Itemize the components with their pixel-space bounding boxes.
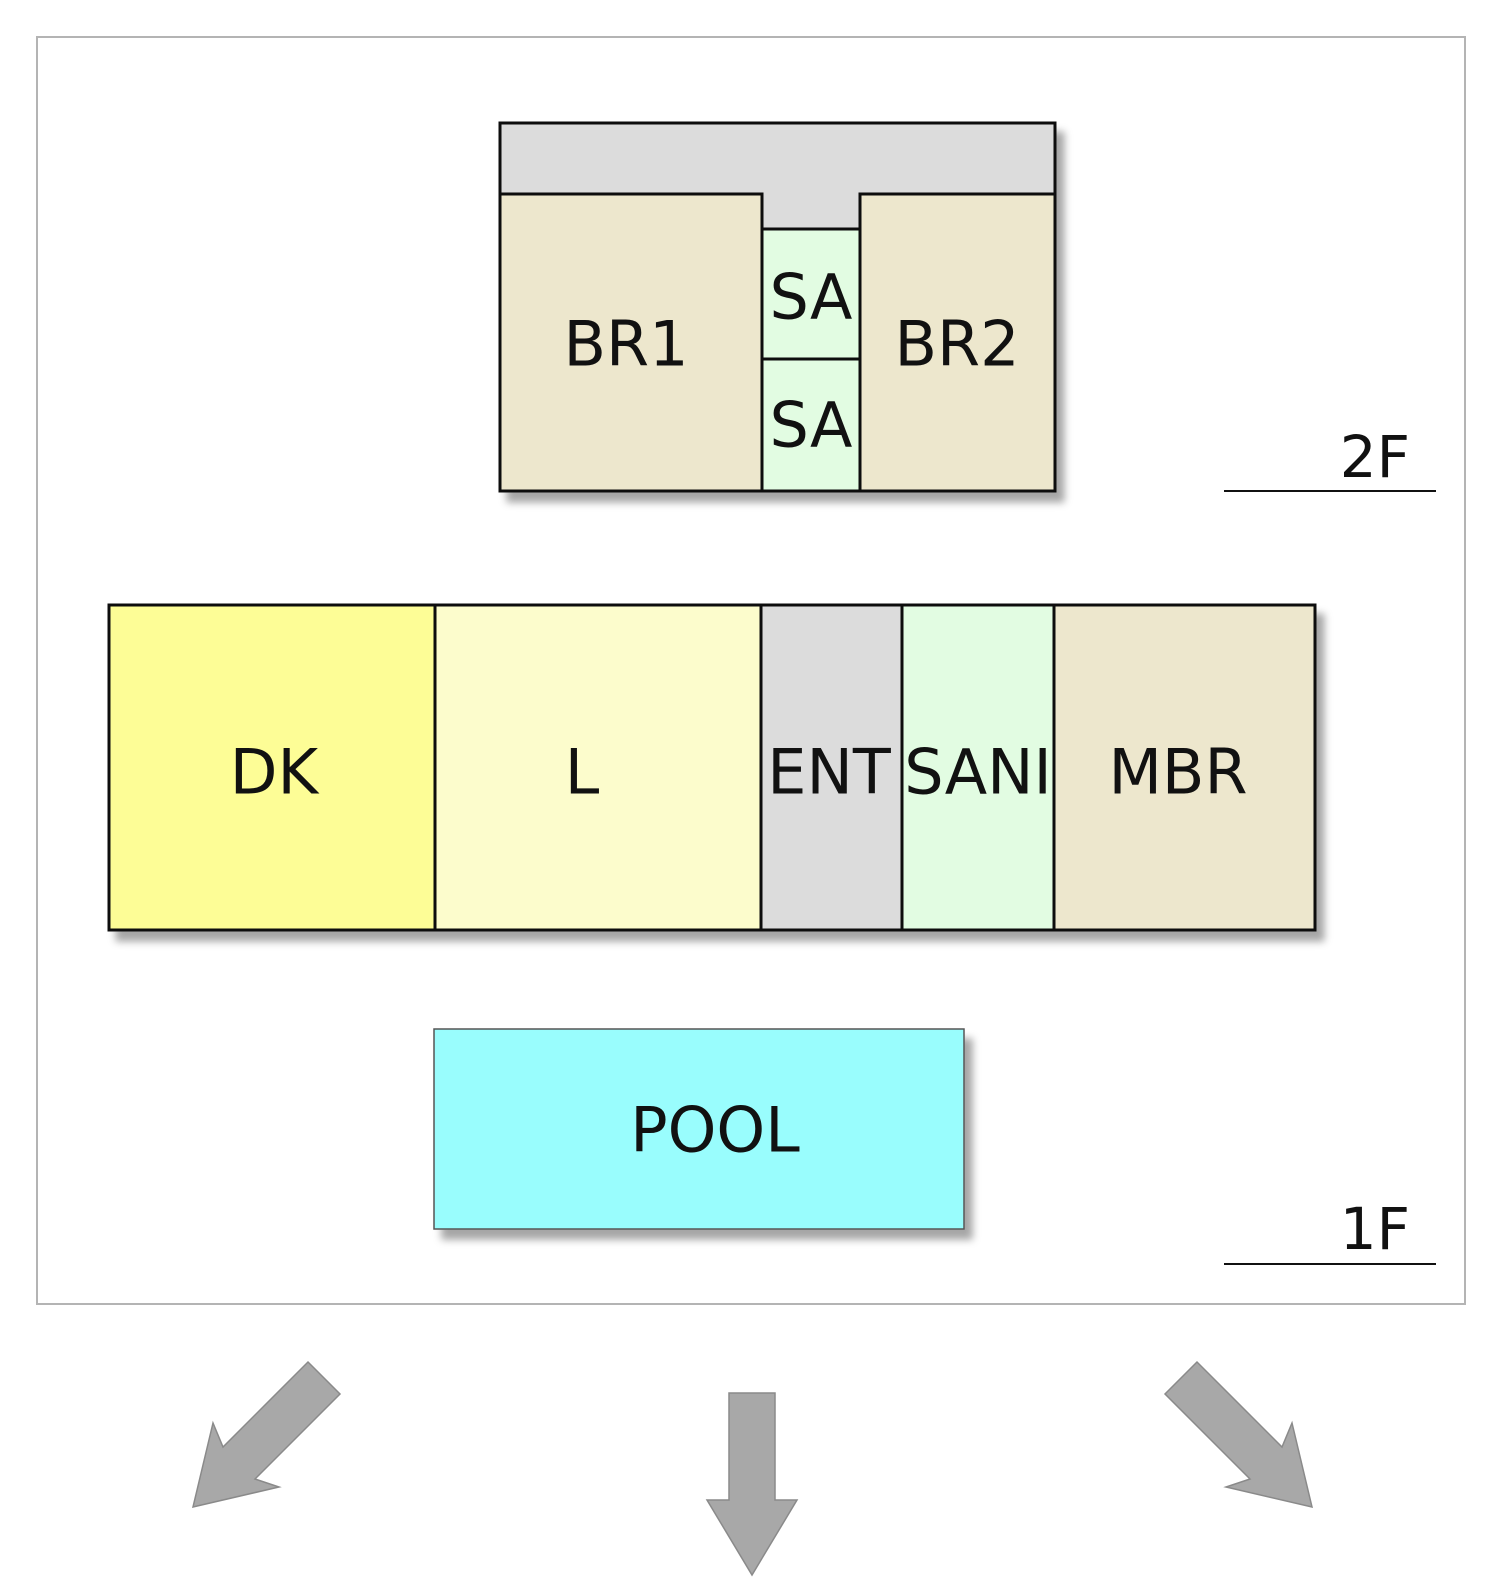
room-sa-top (760, 227, 862, 361)
room-label-sani: SANI (904, 736, 1052, 809)
room-mbr (1052, 603, 1317, 932)
room-sa-bottom (760, 357, 862, 493)
room-ent (759, 603, 904, 932)
room-l (433, 603, 763, 932)
down-arrow (705, 1392, 799, 1577)
room-dk (107, 603, 437, 932)
floor-label-1f: 1F (1340, 1195, 1410, 1263)
room-label-sa-top: SA (770, 261, 853, 334)
room-label-ent: ENT (767, 736, 892, 809)
down-left-arrow (191, 1360, 342, 1509)
room-label-dk: DK (230, 736, 320, 809)
room-label-sa-bottom: SA (770, 389, 853, 462)
upper-floor (498, 121, 1057, 493)
room-label-pool: POOL (630, 1094, 800, 1167)
room-pool (433, 1028, 965, 1230)
room-label-br2: BR2 (894, 308, 1019, 381)
room-br1 (498, 192, 764, 493)
room-label-l: L (565, 736, 600, 809)
down-right-arrow (1163, 1360, 1314, 1509)
room-br2 (858, 192, 1057, 493)
room-sani (900, 603, 1056, 932)
floor-label-2f: 2F (1340, 423, 1410, 491)
ground-floor (107, 603, 1317, 932)
room-label-mbr: MBR (1108, 736, 1247, 809)
room-label-br1: BR1 (563, 308, 688, 381)
